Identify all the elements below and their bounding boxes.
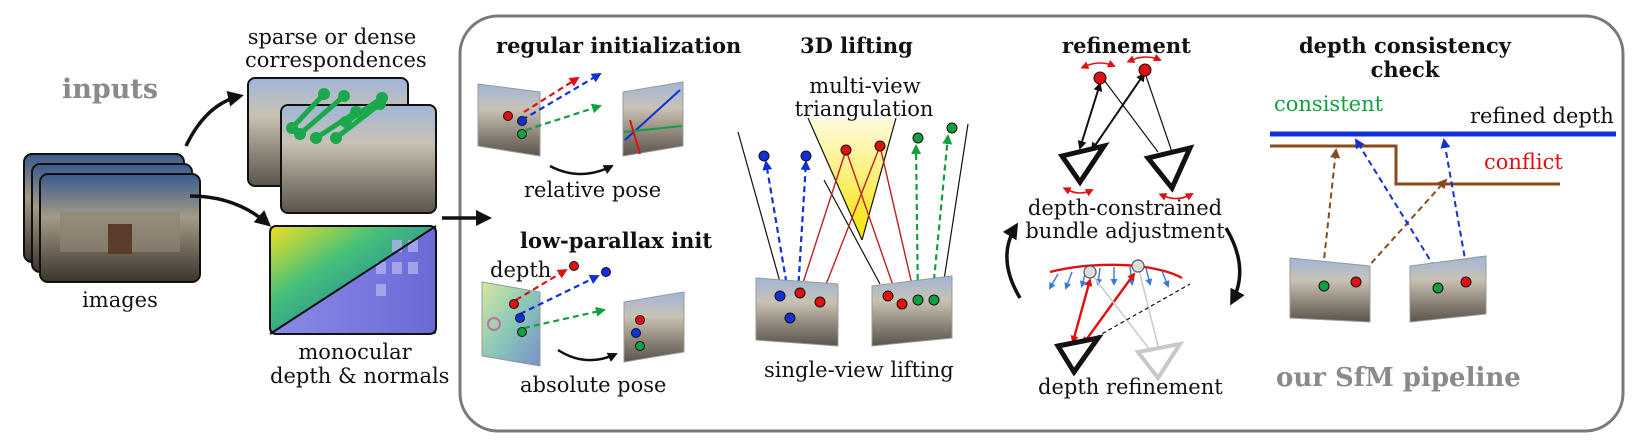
consistency-heading-line1: depth consistency	[1298, 33, 1511, 58]
absolute-pose-label: absolute pose	[520, 373, 667, 397]
single-view-label: single-view lifting	[764, 358, 954, 382]
regular-init-heading: regular initialization	[496, 33, 742, 58]
depth-refinement-label: depth refinement	[1038, 375, 1223, 399]
lifting-camera-left	[755, 277, 839, 347]
dcba-label-line1: depth-constrained	[1027, 196, 1223, 220]
low-parallax-heading: low-parallax init	[520, 228, 713, 253]
monocular-label-line2: depth & normals	[270, 364, 450, 388]
refined-depth-label: refined depth	[1470, 104, 1614, 128]
consistency-heading-line2: check	[1370, 57, 1440, 82]
lifting-heading: 3D lifting	[800, 33, 913, 58]
monocular-label-line1: monocular	[298, 340, 412, 364]
pipeline-label: our SfM pipeline	[1276, 363, 1521, 393]
consistency-camera-right	[1409, 255, 1487, 323]
inputs-label: inputs	[62, 74, 159, 105]
conflict-depth-line	[1270, 144, 1560, 186]
arrow-to-monocular	[189, 194, 272, 227]
ray-green	[525, 103, 602, 132]
pipeline-frame	[458, 14, 1625, 433]
arrow-to-correspondences	[184, 90, 244, 147]
multiview-label-line1: multi-view	[809, 74, 921, 98]
monocular-depth-normals-image	[269, 225, 437, 335]
refinement-heading: refinement	[1062, 33, 1191, 58]
arrow-absolute-pose	[557, 348, 618, 362]
depth-refine-camera-ghost	[1134, 341, 1185, 382]
arrow-relative-pose	[549, 164, 614, 176]
ray-blue	[521, 72, 602, 121]
correspondences-label-line2: correspondences	[245, 48, 427, 72]
consistency-camera-left	[1289, 257, 1371, 323]
correspondence-image-pair	[247, 77, 437, 214]
lp-ray-blue	[519, 275, 600, 315]
relative-pose-label: relative pose	[524, 178, 662, 202]
conflict-label: conflict	[1484, 150, 1563, 174]
ba-triangle-right	[1143, 144, 1195, 193]
refinement-cycle-arrow-left	[1002, 222, 1022, 299]
input-image-stack	[23, 153, 201, 283]
depth-label: depth	[490, 258, 552, 282]
lifting-camera-right	[871, 275, 953, 347]
regular-init-camera-b	[622, 81, 684, 157]
low-parallax-camera-b	[623, 291, 685, 363]
triangulation-cone	[808, 118, 896, 240]
ba-triangle-left	[1057, 142, 1110, 187]
refinement-cycle-arrow-right	[1224, 227, 1245, 306]
lp-ray-green	[523, 306, 606, 330]
consistent-label: consistent	[1274, 92, 1384, 116]
multiview-label-line2: triangulation	[794, 97, 934, 121]
dcba-label-line2: bundle adjustment	[1025, 219, 1225, 243]
low-parallax-depth-image	[481, 281, 541, 367]
images-label: images	[82, 288, 158, 312]
correspondences-label-line1: sparse or dense	[247, 25, 417, 49]
ray-red	[523, 76, 580, 113]
depth-refine-camera	[1053, 334, 1104, 377]
